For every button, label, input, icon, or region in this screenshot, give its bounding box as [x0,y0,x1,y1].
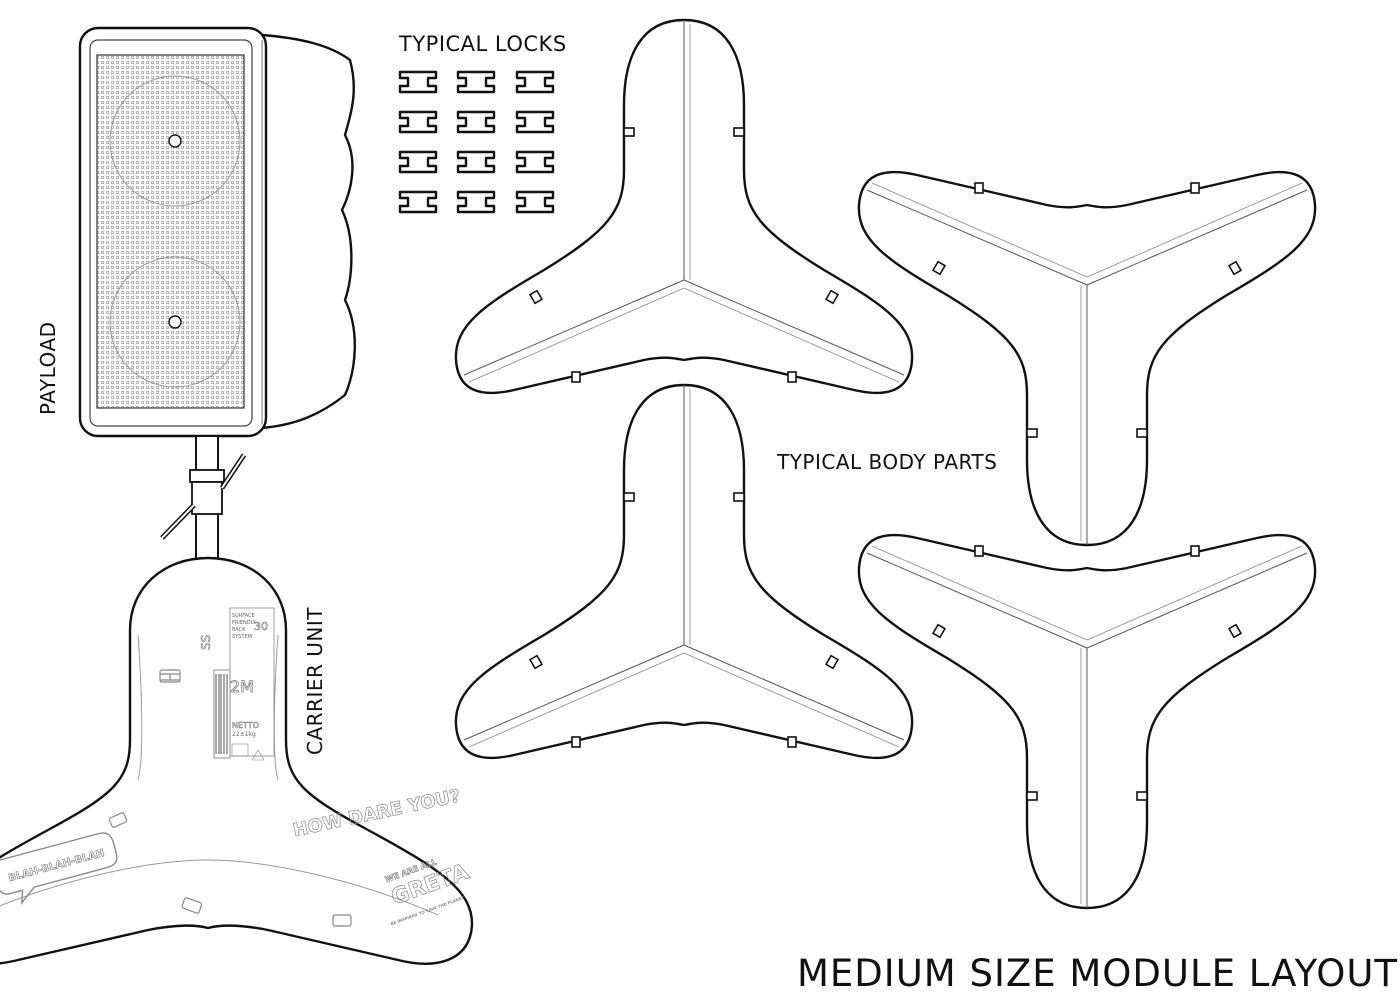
page-title: MEDIUM SIZE MODULE LAYOUT [796,952,1398,995]
svg-text:NETTO: NETTO [232,721,259,730]
payload-speaker [78,26,357,438]
typical-body-parts-label: TYPICAL BODY PARTS [777,450,998,474]
typical-locks-label: TYPICAL LOCKS [399,32,567,56]
carrier-sticker: SURFACE FRIENDLY BACK SYSTEM 30 2M NETTO… [199,607,275,761]
body-part-2 [454,383,914,760]
svg-text:SYSTEM: SYSTEM [232,634,252,640]
carrier-unit: SURFACE FRIENDLY BACK SYSTEM 30 2M NETTO… [0,556,474,965]
svg-text:BACK: BACK [232,627,246,633]
svg-text:30: 30 [254,620,268,633]
carrier-barcode [213,669,231,759]
svg-text:2M: 2M [230,677,254,696]
mounting-pole [160,435,247,567]
svg-text:SURFACE: SURFACE [232,613,255,619]
body-part-3 [857,170,1317,547]
svg-text:FRIENDLY: FRIENDLY [232,620,257,626]
svg-text:SS: SS [199,635,213,650]
typical-locks-grid [398,70,555,214]
svg-text:22±1kg: 22±1kg [232,731,256,738]
body-part-4 [857,533,1317,910]
